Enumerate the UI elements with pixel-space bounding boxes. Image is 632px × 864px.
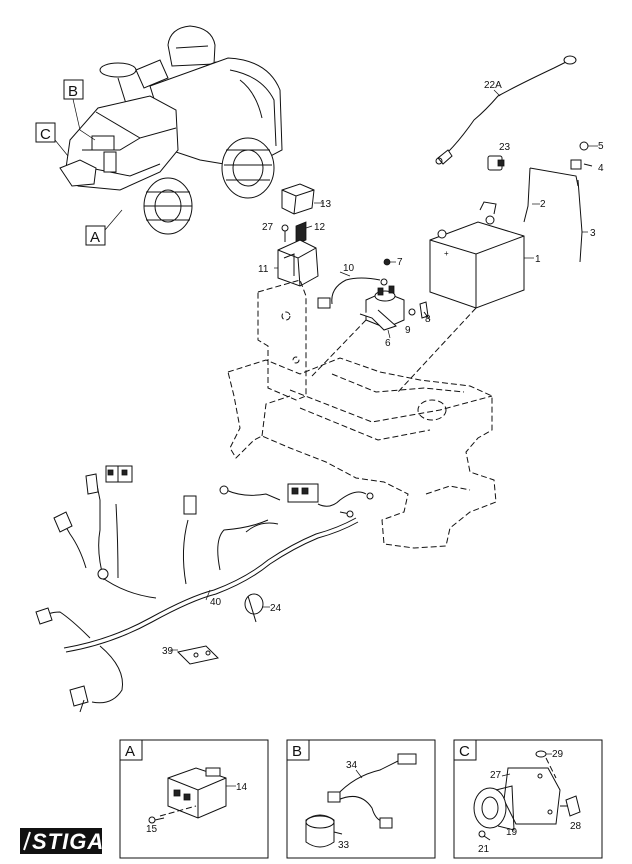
- label-a: A: [90, 229, 100, 246]
- part-12-27: 12 27: [262, 221, 326, 245]
- callout-39: 39: [162, 646, 174, 657]
- callout-1: 1: [535, 254, 541, 265]
- detail-box-b-letter: B: [292, 743, 302, 760]
- callout-23: 23: [499, 142, 511, 153]
- callout-7: 7: [397, 257, 403, 268]
- callout-6: 6: [385, 338, 391, 349]
- label-c: C: [40, 126, 51, 143]
- part-39: 39: [162, 645, 220, 665]
- callout-33: 33: [338, 840, 350, 851]
- callout-34: 34: [346, 760, 358, 771]
- callout-29: 29: [552, 749, 564, 760]
- callout-12: 12: [314, 222, 326, 233]
- part-8-9: 9 8: [405, 301, 431, 336]
- callout-4: 4: [598, 163, 604, 174]
- callout-11: 11: [258, 264, 269, 275]
- callout-27-detail: 27: [490, 770, 502, 781]
- wiring-harness-40: 40: [35, 465, 374, 713]
- callout-28: 28: [570, 821, 582, 832]
- stiga-logo: STIGA: [20, 828, 104, 854]
- callout-40: 40: [210, 597, 222, 608]
- callout-9: 9: [405, 325, 411, 336]
- callout-27-top: 27: [262, 222, 274, 233]
- callout-8: 8: [425, 314, 431, 325]
- callout-15: 15: [146, 824, 158, 835]
- battery-1: + 1: [429, 201, 541, 309]
- tractor-illustration: [59, 25, 283, 235]
- battery-cable-22a: 22A: [435, 55, 577, 165]
- detail-box-c: C 19 29 27 28 21: [453, 739, 603, 859]
- part-23: 23: [487, 142, 511, 171]
- label-b: B: [68, 83, 78, 100]
- callout-5: 5: [598, 141, 604, 152]
- detail-box-b: B 34 33: [286, 739, 436, 859]
- detail-box-a: A 14 15: [119, 739, 269, 859]
- callout-2: 2: [540, 199, 546, 210]
- callout-14: 14: [236, 782, 248, 793]
- callout-24: 24: [270, 603, 282, 614]
- detail-box-c-letter: C: [459, 743, 470, 760]
- part-10-cable: 10 7: [317, 257, 403, 309]
- chassis-frame-dashed: [227, 279, 497, 549]
- battery-clamp-rods: 5 4 2 3: [523, 141, 604, 263]
- callout-10: 10: [343, 263, 355, 274]
- solenoid-6: 6: [359, 285, 405, 349]
- detail-box-a-letter: A: [125, 743, 135, 760]
- callout-21: 21: [478, 844, 490, 855]
- part-13: 13: [281, 183, 332, 215]
- tractor-view-labels: B C A: [35, 79, 123, 246]
- svg-text:+: +: [444, 249, 449, 258]
- part-11: 11: [258, 239, 319, 287]
- callout-22a: 22A: [484, 80, 502, 91]
- stiga-logo-text: STIGA: [32, 829, 104, 854]
- part-24: 24: [244, 593, 282, 623]
- callout-13: 13: [320, 199, 332, 210]
- callout-19: 19: [506, 827, 518, 838]
- callout-3: 3: [590, 228, 596, 239]
